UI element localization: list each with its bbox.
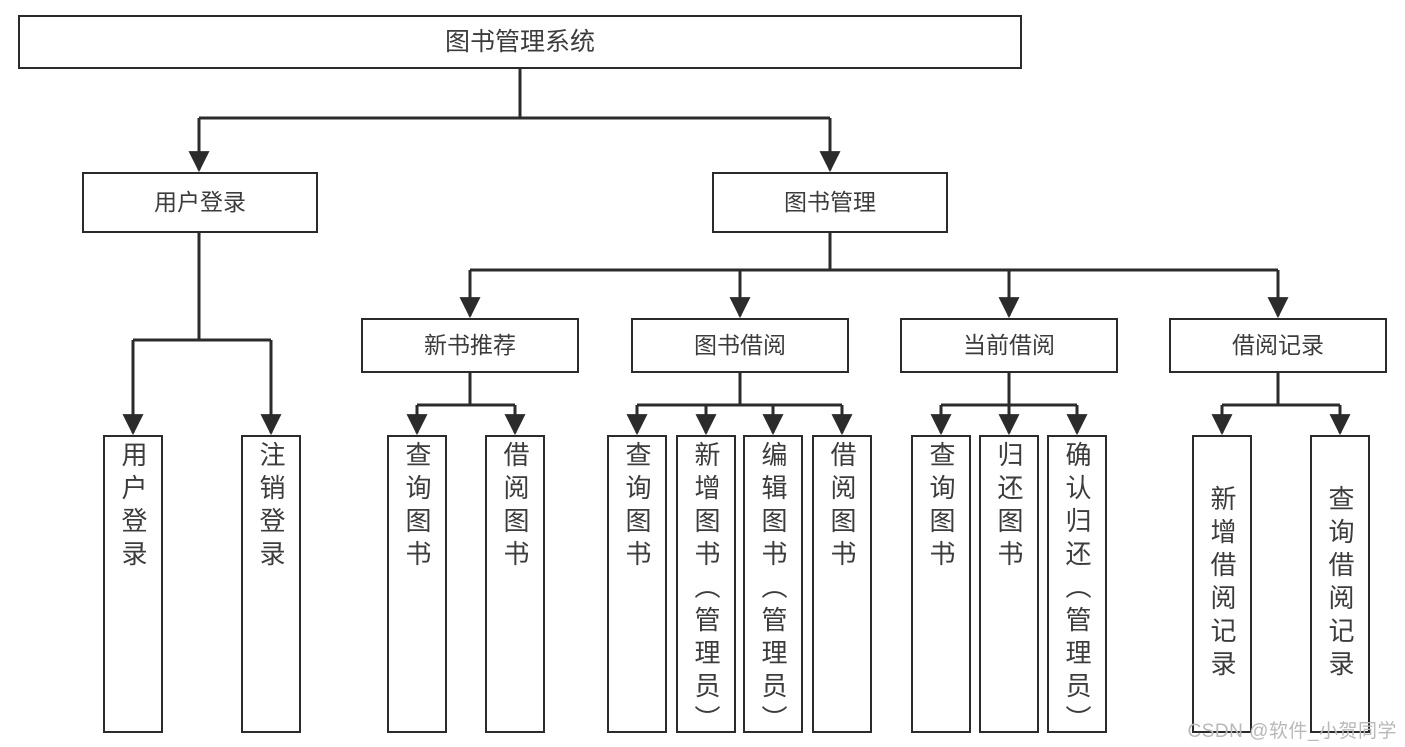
node-book-management[interactable]: 图书管理 xyxy=(712,172,948,233)
node-new-book-recommend[interactable]: 新书推荐 xyxy=(361,318,579,373)
node-current-borrow-label: 当前借阅 xyxy=(963,332,1055,359)
node-current-borrow[interactable]: 当前借阅 xyxy=(900,318,1118,373)
leaf-new-book-borrow-book-label: 借阅图书 xyxy=(500,441,530,573)
leaf-user-login-logout[interactable]: 注销登录 xyxy=(241,435,301,733)
leaf-new-book-query-book[interactable]: 查询图书 xyxy=(387,435,447,733)
leaf-book-borrow-query-book-label: 查询图书 xyxy=(622,441,652,573)
leaf-new-book-borrow-book[interactable]: 借阅图书 xyxy=(485,435,545,733)
leaf-current-borrow-return-book[interactable]: 归还图书 xyxy=(979,435,1039,733)
leaf-book-borrow-query-book[interactable]: 查询图书 xyxy=(607,435,667,733)
node-user-login-label: 用户登录 xyxy=(154,189,246,216)
leaf-book-borrow-borrow-book-label: 借阅图书 xyxy=(827,441,857,573)
leaf-book-borrow-edit-book-admin[interactable]: 编辑图书（管理员） xyxy=(743,435,803,738)
leaf-new-book-query-book-label: 查询图书 xyxy=(402,441,432,573)
node-book-management-label: 图书管理 xyxy=(784,189,876,216)
node-book-borrow-label: 图书借阅 xyxy=(694,332,786,359)
leaf-borrow-record-add-record-label: 新增借阅记录 xyxy=(1207,485,1237,683)
leaf-borrow-record-query-record-label: 查询借阅记录 xyxy=(1325,485,1355,683)
node-borrow-record-label: 借阅记录 xyxy=(1232,332,1324,359)
leaf-user-login-login-label: 用户登录 xyxy=(118,441,148,573)
leaf-book-borrow-add-book-admin[interactable]: 新增图书（管理员） xyxy=(676,435,736,738)
node-user-login[interactable]: 用户登录 xyxy=(82,172,318,233)
leaf-borrow-record-add-record[interactable]: 新增借阅记录 xyxy=(1192,435,1252,733)
csdn-watermark: CSDN @软件_小贺同学 xyxy=(1187,721,1397,742)
leaf-book-borrow-add-book-admin-label: 新增图书（管理员） xyxy=(691,441,721,738)
leaf-book-borrow-edit-book-admin-label: 编辑图书（管理员） xyxy=(758,441,788,738)
node-borrow-record[interactable]: 借阅记录 xyxy=(1169,318,1387,373)
leaf-borrow-record-query-record[interactable]: 查询借阅记录 xyxy=(1310,435,1370,733)
leaf-user-login-logout-label: 注销登录 xyxy=(256,441,286,573)
node-new-book-recommend-label: 新书推荐 xyxy=(424,332,516,359)
leaf-user-login-login[interactable]: 用户登录 xyxy=(103,435,163,733)
node-root-label: 图书管理系统 xyxy=(444,27,595,56)
leaf-current-borrow-query-book[interactable]: 查询图书 xyxy=(911,435,971,733)
node-root-book-management-system[interactable]: 图书管理系统 xyxy=(18,15,1022,69)
leaf-current-borrow-query-book-label: 查询图书 xyxy=(926,441,956,573)
leaf-current-borrow-confirm-return-admin[interactable]: 确认归还（管理员） xyxy=(1047,435,1107,738)
leaf-current-borrow-return-book-label: 归还图书 xyxy=(994,441,1024,573)
node-book-borrow[interactable]: 图书借阅 xyxy=(631,318,849,373)
leaf-book-borrow-borrow-book[interactable]: 借阅图书 xyxy=(812,435,872,733)
leaf-current-borrow-confirm-return-admin-label: 确认归还（管理员） xyxy=(1062,441,1092,738)
